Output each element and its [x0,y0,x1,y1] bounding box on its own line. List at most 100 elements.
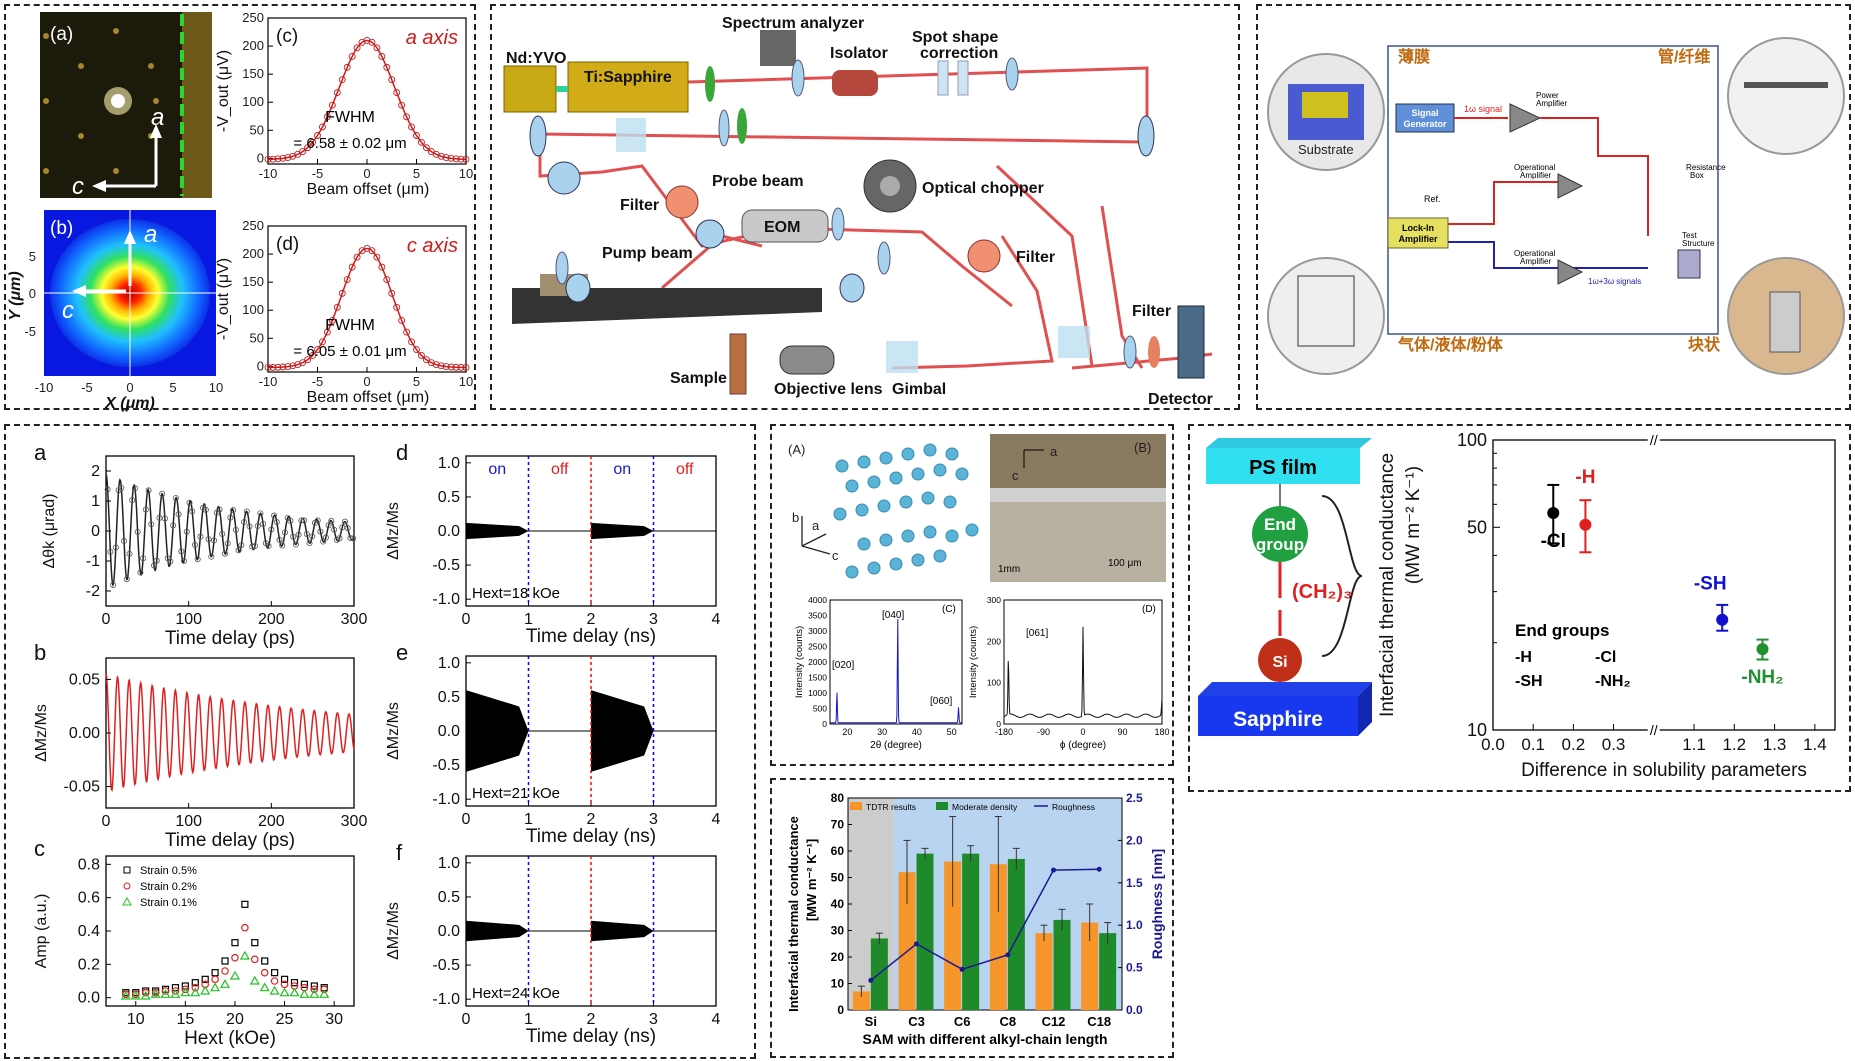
data-point [309,989,320,998]
data-point [398,101,406,109]
plot-frame [1003,599,1163,725]
y-tick-label: 0.2 [78,956,100,973]
data-point [328,517,335,524]
panel1-svg: (a) a c (b) a c [7,10,473,412]
legend-label: Strain 0.2% [140,881,197,893]
svg-text:Amplifier: Amplifier [1520,171,1551,180]
y-tick-label: 150 [242,274,264,289]
on-label: on [613,461,631,478]
lock-in-amplifier [1387,217,1449,249]
data-point [457,363,465,371]
peak-label: [061] [1026,628,1048,639]
svg-text:1ω+3ω signals: 1ω+3ω signals [1588,277,1641,286]
data-point [110,581,117,588]
fwhm-value: = 6.05 ± 0.01 μm [293,343,406,360]
x-tick-label: 3 [649,811,658,828]
y-axis-label: Δθk (μrad) [41,493,58,568]
x-tick-label: 5 [413,374,420,389]
panel-label: b [34,640,46,665]
roughness-point [914,941,919,947]
y-tick-label: 1.0 [438,655,460,672]
svg-text:5: 5 [29,249,36,264]
data-point [129,497,136,504]
data-point [309,533,316,540]
x-tick-label: 0.2 [1562,735,1586,754]
y-tick-label: 0 [257,150,264,165]
svg-text:Detector: Detector [1148,391,1213,408]
panel-label: d [396,440,408,465]
y-tick-label: 1500 [808,673,827,683]
data-point [1579,518,1592,531]
y-tick-label: -2 [86,583,100,600]
data-point [205,536,212,543]
data-point [279,363,287,371]
end-group-sphere [1252,506,1308,562]
svg-text:Objective lens: Objective lens [774,381,883,398]
svg-text:0: 0 [126,380,133,395]
svg-text:group: group [1256,535,1304,554]
y-tick-label: 1.0 [438,855,460,872]
data-point [140,555,147,562]
x-tick-label: 0 [102,813,111,830]
data-point [350,535,357,542]
power-amplifier [1509,103,1542,133]
data-point [393,303,401,311]
x-tick-label: 3 [649,1011,658,1028]
data-point [413,346,420,354]
data-point [260,520,267,527]
data-point [134,528,141,535]
svg-text:Ti:Sapphire: Ti:Sapphire [584,69,672,86]
point-label: -Cl [1541,531,1566,552]
x-tick-label: 1.3 [1763,735,1787,754]
heatmap-x-ticks: -10 -5 0 5 10 [35,380,224,395]
data-point [314,346,321,354]
data-point [378,263,386,271]
y-tick-label: 0.5 [438,689,460,706]
svg-text:Sample: Sample [670,370,727,387]
x-axis-label: Time delay (ps) [165,628,295,649]
data-point [254,523,261,530]
y-tick-label: 0 [996,719,1001,729]
svg-text:5: 5 [169,380,176,395]
data-point [408,123,415,131]
y2-tick-label: 1.5 [1126,876,1143,890]
data-point [249,975,260,985]
svg-text:Nd:YVO: Nd:YVO [506,50,566,67]
y-tick-label: -0.5 [432,957,460,974]
x-tick-label: 30 [877,727,887,737]
data-point [249,543,256,550]
data-point [145,487,152,494]
data-point [130,990,141,1000]
data-point [413,132,420,139]
y-tick-label: 80 [831,791,845,805]
point-label: -H [1575,467,1595,488]
x-axis-label: Time delay (ps) [165,830,295,851]
y-tick-label: 500 [813,704,827,714]
data-point [235,547,242,554]
data-point [442,363,450,371]
data-point [353,44,361,52]
point-label: -SH [1694,574,1727,595]
data-point [191,983,200,992]
svg-text:Filter: Filter [1132,303,1171,320]
svg-text:Amplifier: Amplifier [1520,257,1551,266]
y-axis-label: -V_out (μV) [215,258,232,340]
y-axis-label: Intensity (counts) [794,626,805,698]
axis-a-label: a [151,104,164,131]
svg-text:(CH₂)₃: (CH₂)₃ [1292,581,1352,603]
x-tick-label: 0 [462,611,471,628]
y-tick-label: 3500 [808,611,827,621]
svg-text:Spectrum analyzer: Spectrum analyzer [722,15,864,32]
fwhm-label: FWHM [325,109,375,126]
data-point [373,44,381,52]
svg-text:EOM: EOM [764,219,800,236]
y-tick-label: 60 [831,844,845,858]
data-point [403,328,411,336]
roughness-line [870,868,1100,981]
data-point [221,967,229,975]
spectrum-analyzer [760,30,796,66]
data-point [140,990,151,1000]
svg-text:a: a [1050,444,1058,459]
